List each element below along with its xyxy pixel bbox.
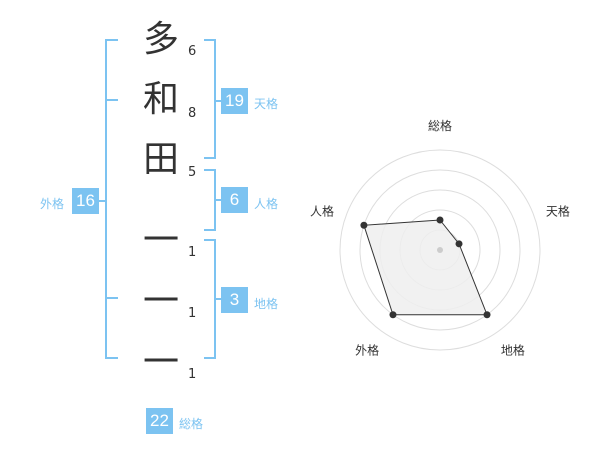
stroke-count-3: 5: [188, 165, 197, 180]
stroke-count-4: 1: [188, 245, 197, 260]
tenkaku-value: 19: [221, 88, 248, 114]
name-char-5: 一: [142, 281, 179, 322]
stroke-count-6: 1: [188, 367, 197, 382]
gaikaku-value: 16: [72, 188, 99, 214]
name-char-1: 多: [142, 19, 179, 60]
tenkaku-bracket: [204, 39, 216, 159]
stroke-count-5: 1: [188, 306, 197, 321]
stroke-count-2: 8: [188, 106, 197, 121]
radar-point-5: [360, 221, 368, 229]
stroke-count-1: 6: [188, 44, 197, 59]
name-char-3: 田: [142, 139, 179, 180]
radar-point-3: [483, 311, 491, 319]
jinkaku-label: 人格: [254, 197, 279, 211]
tenkaku-label: 天格: [254, 97, 279, 111]
gaikaku-bracket: [105, 39, 118, 359]
radar-point-2: [455, 240, 463, 248]
chikaku-label: 地格: [254, 297, 279, 311]
jinkaku-value: 6: [221, 187, 248, 213]
radar-point-1: [436, 216, 444, 224]
radar-point-4: [389, 311, 397, 319]
radar-ring-5: [339, 149, 541, 351]
soukaku-value: 22: [146, 408, 173, 434]
name-char-6: 一: [142, 342, 179, 383]
radar-axis-label-2: 天格: [546, 204, 570, 219]
name-char-4: 一: [142, 220, 179, 261]
radar-axis-label-3: 地格: [501, 342, 525, 357]
radar-ring-4: [359, 169, 521, 331]
radar-center: [437, 247, 443, 253]
gaikaku-label: 外格: [40, 197, 65, 211]
radar-axis-label-5: 人格: [310, 204, 334, 219]
soukaku-label: 総格: [179, 417, 204, 431]
chikaku-value: 3: [221, 287, 248, 313]
name-char-2: 和: [142, 79, 179, 120]
radar-polygon: [363, 219, 488, 316]
radar-axis-label-4: 外格: [355, 342, 379, 357]
radar-axis-label-1: 総格: [428, 118, 452, 133]
